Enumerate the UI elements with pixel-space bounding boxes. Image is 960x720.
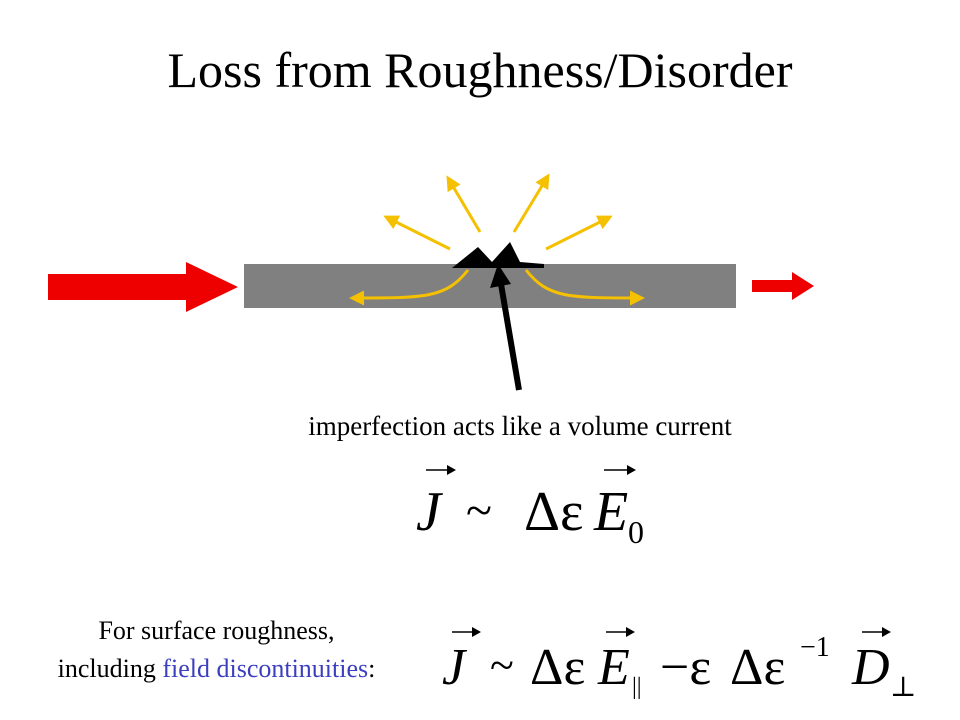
vector-arrow-icon xyxy=(426,465,456,475)
eq2-inverse-exponent: −1 xyxy=(800,632,830,663)
note-line-1: For surface roughness, xyxy=(98,616,335,645)
vector-arrow-icon xyxy=(604,465,636,475)
note-prefix: including xyxy=(57,654,163,683)
note-suffix: : xyxy=(368,654,376,683)
surface-roughness-note: For surface roughness, including field d… xyxy=(14,612,419,688)
eq1-field-subscript: 0 xyxy=(628,514,644,550)
transmitted-wave-arrow-icon xyxy=(752,272,814,300)
eq2-sim-symbol: ~ xyxy=(490,641,514,690)
vector-arrow-icon xyxy=(862,627,891,637)
eq2-delta-eps: Δε xyxy=(530,639,585,696)
eq2-minus-eps: −ε xyxy=(660,639,711,696)
incident-wave-arrow-icon xyxy=(48,262,238,312)
imperfection-caption: imperfection acts like a volume current xyxy=(308,411,732,441)
surface-imperfection xyxy=(452,242,544,268)
eq2-field-e-symbol: E xyxy=(597,639,630,696)
note-line-2: including field discontinuities: xyxy=(14,650,419,688)
eq2-delta-eps-inverse: Δε xyxy=(730,639,785,696)
pointer-arrow-icon xyxy=(490,264,522,391)
scatter-ray-icon xyxy=(545,215,613,251)
radiated-rays xyxy=(349,173,645,306)
eq1-sim-symbol: ~ xyxy=(466,484,492,537)
eq2-field-d-symbol: D xyxy=(851,639,890,696)
eq1-field-symbol: E xyxy=(593,481,628,543)
eq2-field-d-subscript: ⊥ xyxy=(890,672,916,703)
guided-scatter-right-icon xyxy=(524,269,645,306)
eq1-current-symbol: J xyxy=(416,481,444,543)
eq2-current-symbol: J xyxy=(442,639,468,696)
guided-scatter-left-icon xyxy=(349,269,470,306)
scatter-ray-icon xyxy=(512,173,550,233)
slide-title: Loss from Roughness/Disorder xyxy=(167,42,793,98)
eq1-delta-eps: Δε xyxy=(524,481,584,543)
scatter-ray-icon xyxy=(446,175,482,233)
eq2-field-e-subscript: || xyxy=(632,674,642,700)
field-discontinuities-text: field discontinuities xyxy=(162,654,369,683)
scatter-ray-icon xyxy=(383,215,451,251)
vector-arrow-icon xyxy=(606,627,635,637)
waveguide-slab xyxy=(244,264,736,308)
vector-arrow-icon xyxy=(452,627,481,637)
